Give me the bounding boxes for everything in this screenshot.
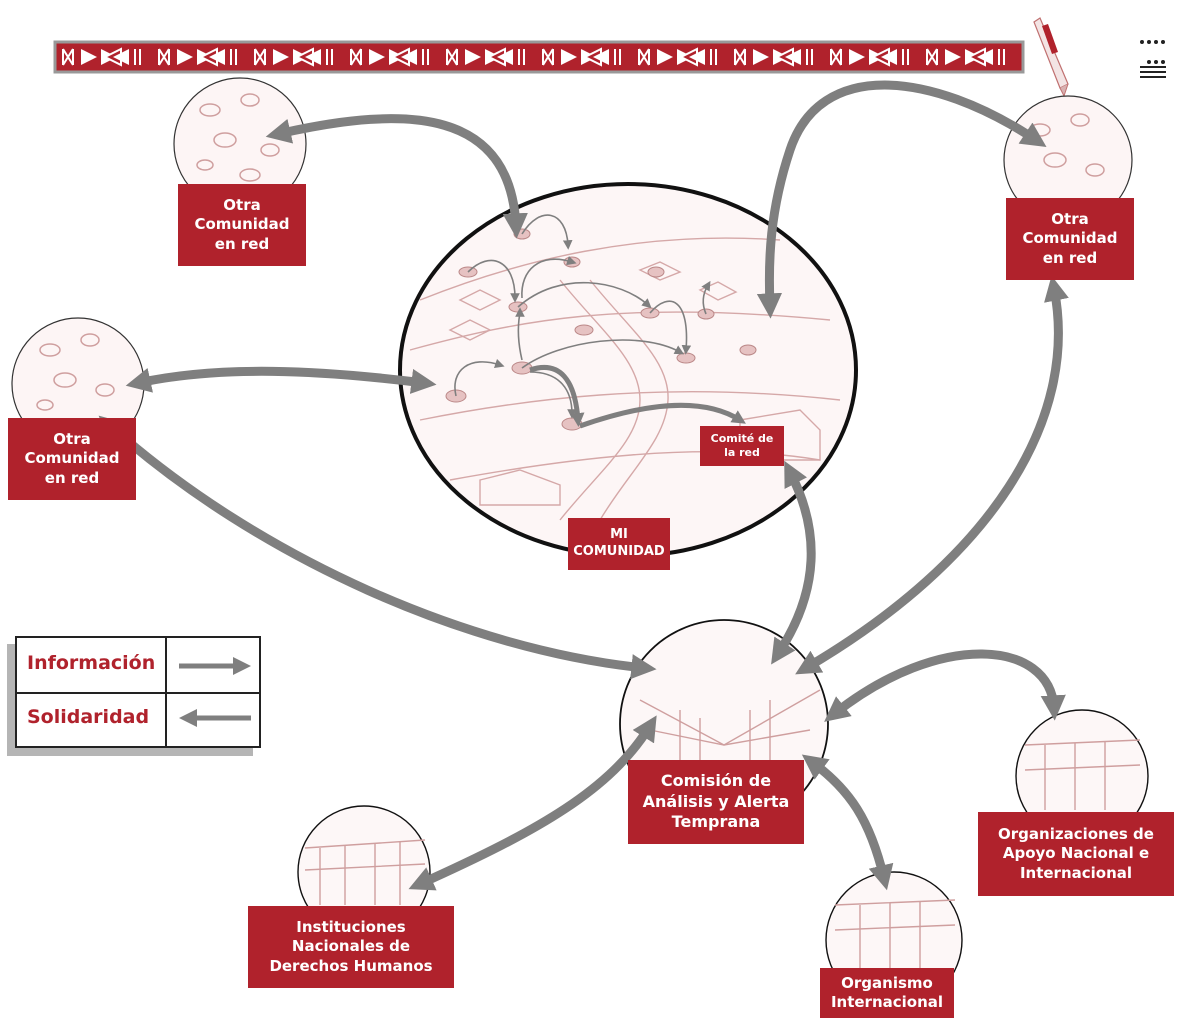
legend-label-informacion: Información [27,652,156,674]
arrow-organizaciones-to-comision [824,649,1066,722]
arrow-instituciones-to-comision [408,715,657,891]
arrow-top-left-to-community [265,114,528,239]
arrow-right-icon [179,657,251,675]
comite-label: Comité de la red [700,426,784,466]
arrow-left-to-community [125,366,437,394]
comision-label: Comisión de Análisis y Alerta Temprana [628,760,804,844]
arrow-organismo-to-comision [801,754,894,891]
arrow-right-to-community [756,80,1047,319]
otra-comunidad-right-label: Otra Comunidad en red [1006,198,1134,280]
instituciones-label: Instituciones Nacionales de Derechos Hum… [248,906,454,988]
patterned-banner [53,40,1025,74]
mi-comunidad-label: MI COMUNIDAD [568,518,670,570]
arrow-right-to-comision [795,275,1069,675]
organizaciones-label: Organizaciones de Apoyo Nacional e Inter… [978,812,1174,896]
legend-row-solidaridad: Solidaridad [17,692,259,746]
legend-label-solidaridad: Solidaridad [27,706,150,728]
otra-comunidad-left-label: Otra Comunidad en red [8,418,136,500]
legend-divider [165,638,167,746]
legend: Información Solidaridad [15,636,261,748]
legend-row-informacion: Información [17,638,259,694]
pen-icon [1033,17,1069,98]
organismo-label: Organismo Internacional [820,968,954,1018]
otra-comunidad-top-left-label: Otra Comunidad en red [178,184,306,266]
arrow-left-to-comision [98,415,657,680]
organizaciones-circle [1015,709,1149,843]
dotted-lines-icon [1138,34,1168,94]
arrow-left-icon [179,709,251,727]
mi-comunidad-circle [398,182,858,558]
